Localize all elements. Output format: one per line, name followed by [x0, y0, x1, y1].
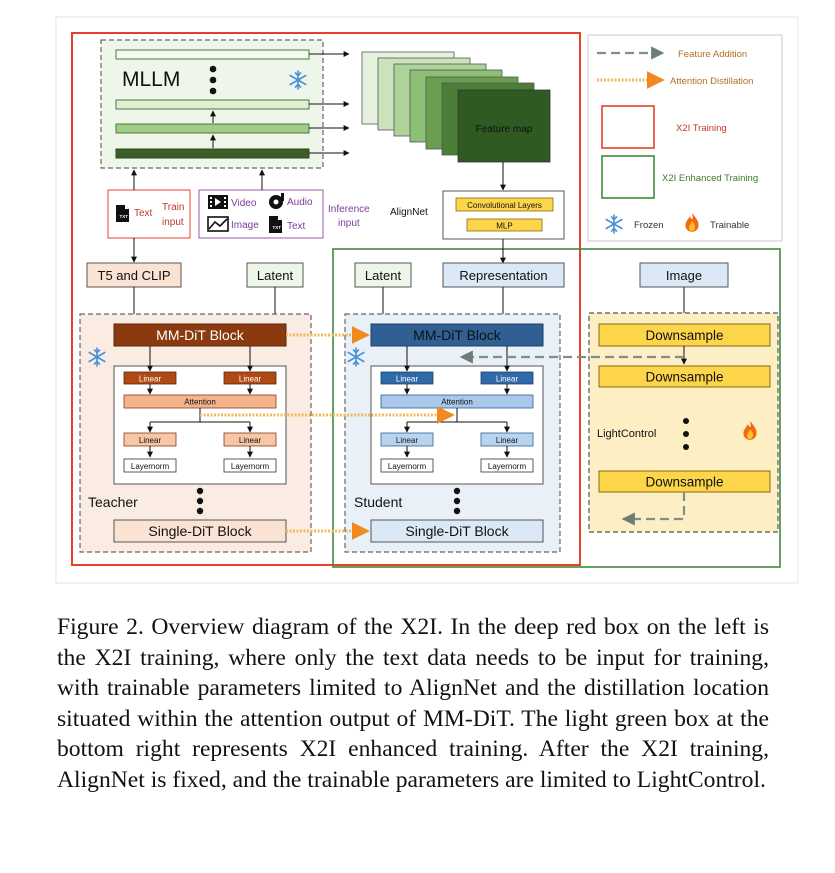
legend-frozen: Frozen: [634, 220, 664, 231]
mllm-title: MLLM: [122, 68, 180, 91]
distillation-arrows: [200, 326, 455, 540]
t5-clip-label: T5 and CLIP: [98, 268, 171, 283]
conv-layers-label: Convolutional Layers: [467, 201, 542, 210]
teacher-mmdit-label: MM-DiT Block: [156, 327, 245, 343]
image-label: Image: [231, 220, 259, 231]
teacher-layernorm-1: Layernorm: [131, 462, 170, 471]
inference-label-2: input: [338, 218, 360, 229]
teacher-linear-4: Linear: [239, 436, 262, 445]
teacher-latent-box: [246, 262, 304, 288]
figure-caption: Figure 2. Overview diagram of the X2I. I…: [57, 614, 769, 793]
downsample-1: Downsample: [645, 328, 723, 343]
feature-addition-arrows: [459, 350, 686, 526]
audio-label: Audio: [287, 197, 313, 208]
representation-label: Representation: [459, 268, 547, 283]
legend-trainable: Trainable: [710, 220, 749, 231]
mllm-panel: MLLM: [100, 39, 350, 169]
student-attention: Attention: [441, 398, 473, 407]
feature-map-label: Feature map: [476, 124, 533, 135]
feature-map-stack: Feature map: [361, 51, 551, 163]
image-icon: [207, 216, 229, 232]
train-label-1: Train: [162, 202, 184, 213]
t5-clip-box: [86, 262, 182, 288]
downsample-2: Downsample: [645, 370, 723, 385]
image-input-box: [639, 262, 729, 288]
downsample-3: Downsample: [645, 475, 723, 490]
student-mmdit-label: MM-DiT Block: [413, 327, 502, 343]
train-input: TXT Text Train input: [107, 189, 191, 239]
student-linear-1: Linear: [396, 375, 419, 384]
alignnet-label: AlignNet: [390, 207, 428, 218]
x2i-enhanced-box: [332, 248, 781, 568]
x2i-overview-diagram: MLLM Feature map AlignNet Convolutional …: [55, 16, 799, 584]
image-input-label: Image: [666, 268, 702, 283]
inference-label-1: Inference: [328, 204, 370, 215]
teacher-single-label: Single-DiT Block: [148, 523, 252, 539]
alignnet: AlignNet Convolutional Layers MLP: [390, 190, 565, 240]
student-layernorm-2: Layernorm: [488, 462, 527, 471]
student-linear-3: Linear: [396, 436, 419, 445]
teacher-latent-label: Latent: [257, 268, 294, 283]
x2i-training-box: [71, 32, 581, 566]
teacher-linear-1: Linear: [139, 375, 162, 384]
student-linear-4: Linear: [496, 436, 519, 445]
legend-attention-distillation: Attention Distillation: [670, 76, 753, 87]
teacher-panel: MM-DiT Block Linear Linear Attention Lin…: [79, 313, 312, 553]
teacher-attention: Attention: [184, 398, 216, 407]
mlp-label: MLP: [496, 222, 512, 231]
svg-text:TXT: TXT: [273, 225, 282, 230]
video-icon: [208, 195, 228, 209]
teacher-linear-2: Linear: [239, 375, 262, 384]
text-label: Text: [287, 221, 306, 232]
svg-text:TXT: TXT: [120, 214, 129, 219]
student-panel: MM-DiT Block Linear Linear Attention Lin…: [344, 313, 561, 553]
legend-x2i-training: X2I Training: [676, 123, 727, 134]
legend-x2i-enhanced: X2I Enhanced Training: [662, 173, 758, 184]
inference-input: Video Audio Image TXT Text: [198, 189, 324, 239]
legend: Feature Addition Attention Distillation …: [587, 34, 783, 242]
video-label: Video: [231, 198, 257, 209]
student-linear-2: Linear: [496, 375, 519, 384]
legend-feature-addition: Feature Addition: [678, 49, 747, 60]
teacher-name: Teacher: [88, 494, 138, 510]
student-latent-label: Latent: [365, 268, 402, 283]
teacher-linear-3: Linear: [139, 436, 162, 445]
train-label-2: input: [162, 217, 184, 228]
train-text-label: Text: [134, 208, 153, 219]
lightcontrol-label: LightControl: [597, 428, 656, 440]
student-layernorm-1: Layernorm: [388, 462, 427, 471]
student-name: Student: [354, 494, 402, 510]
teacher-layernorm-2: Layernorm: [231, 462, 270, 471]
student-single-label: Single-DiT Block: [405, 523, 509, 539]
audio-icon: [269, 193, 284, 209]
